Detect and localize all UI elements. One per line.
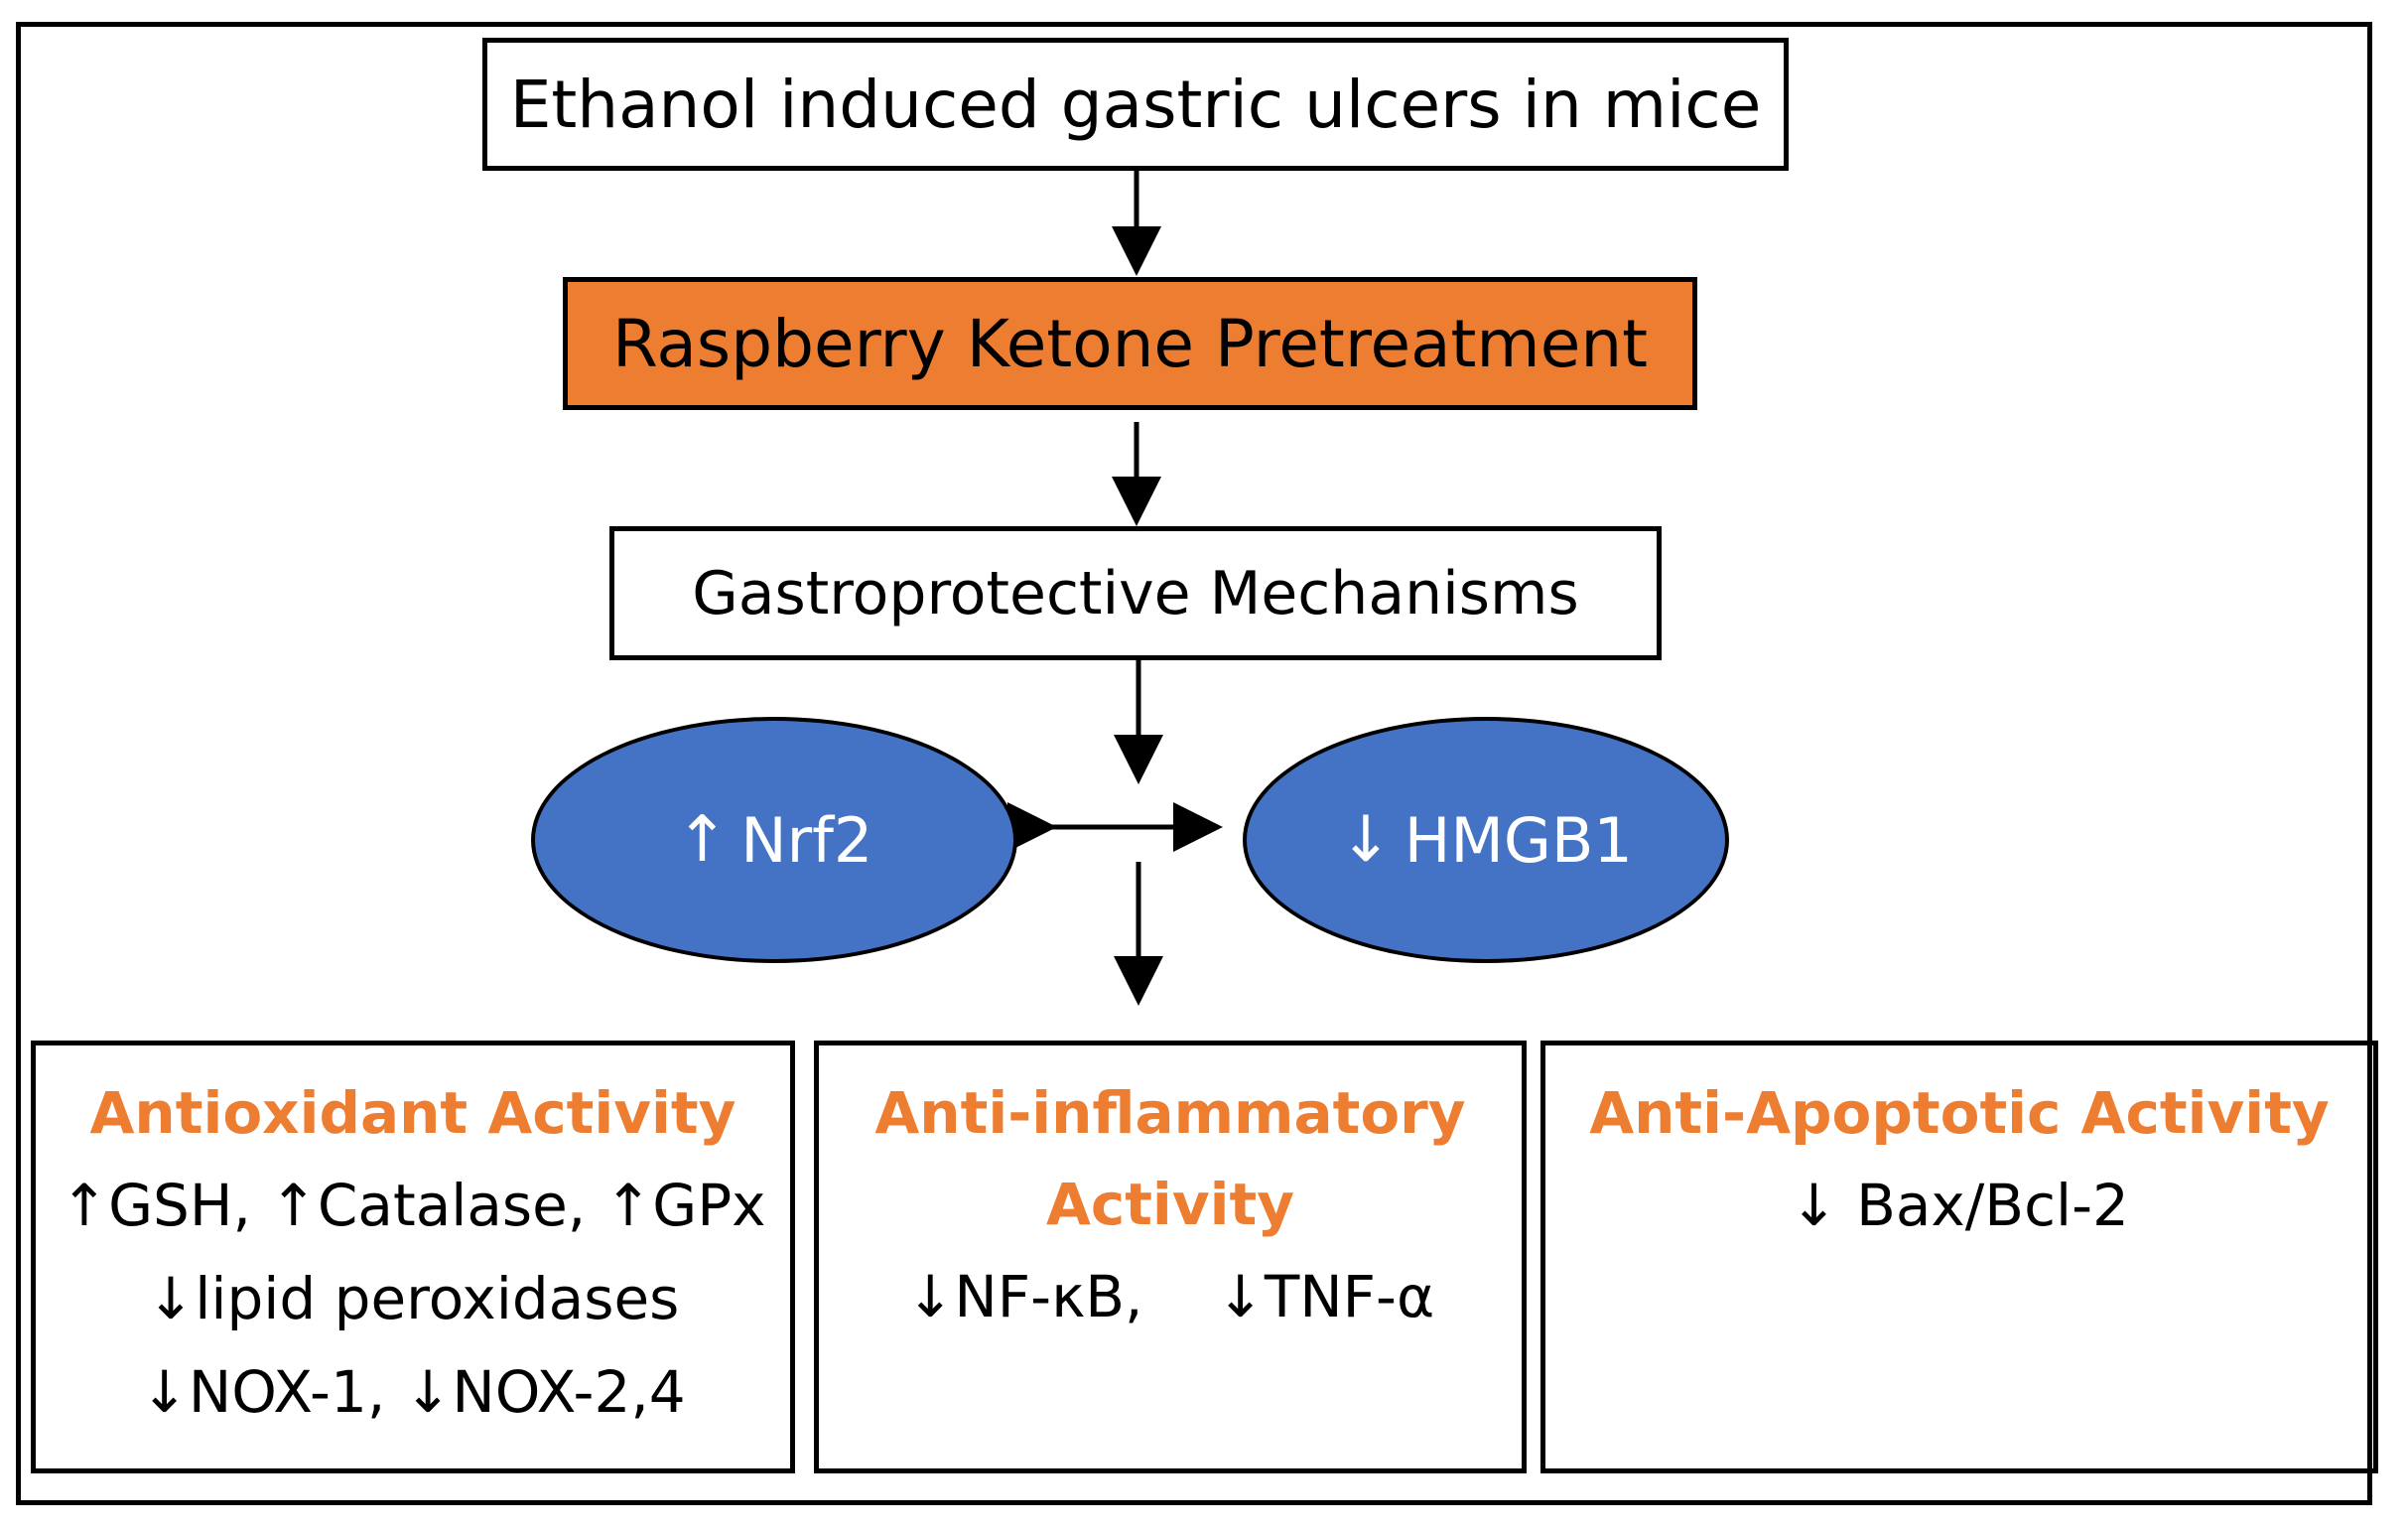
anti-inflammatory-title-line-1: Anti-inflammatory [874, 1079, 1466, 1147]
anti-apoptotic-title: Anti-Apoptotic Activity [1589, 1079, 2330, 1147]
antioxidant-panel: Antioxidant Activity ↑GSH, ↑Catalase, ↑G… [31, 1041, 795, 1473]
anti-inflammatory-line-1: ↓NF-κB, ↓TNF-α [905, 1263, 1435, 1330]
hmgb1-ellipse: ↓ HMGB1 [1243, 717, 1729, 963]
anti-inflammatory-title-line-2: Activity [1045, 1171, 1295, 1238]
hmgb1-label: HMGB1 [1404, 803, 1633, 877]
pretreatment-box: Raspberry Ketone Pretreatment [563, 277, 1697, 410]
title-text: Ethanol induced gastric ulcers in mice [509, 66, 1762, 143]
nrf2-label: Nrf2 [740, 803, 873, 877]
down-arrow-icon: ↓ [1339, 803, 1393, 877]
mechanisms-box: Gastroprotective Mechanisms [609, 526, 1662, 660]
outer-frame [16, 22, 2372, 1505]
nrf2-ellipse: ↑ Nrf2 [531, 717, 1017, 963]
antioxidant-line-2: ↓lipid peroxidases [146, 1265, 680, 1332]
anti-apoptotic-line-1: ↓ Bax/Bcl-2 [1790, 1172, 2129, 1239]
antioxidant-line-1: ↑GSH, ↑Catalase, ↑GPx [60, 1172, 766, 1239]
mechanisms-text: Gastroprotective Mechanisms [692, 558, 1579, 628]
up-arrow-icon: ↑ [675, 803, 730, 877]
antioxidant-title: Antioxidant Activity [89, 1079, 736, 1147]
pretreatment-text: Raspberry Ketone Pretreatment [611, 305, 1649, 382]
anti-apoptotic-panel: Anti-Apoptotic Activity ↓ Bax/Bcl-2 [1540, 1041, 2378, 1473]
title-box: Ethanol induced gastric ulcers in mice [482, 38, 1789, 171]
anti-inflammatory-panel: Anti-inflammatory Activity ↓NF-κB, ↓TNF-… [814, 1041, 1527, 1473]
antioxidant-line-3: ↓NOX-1, ↓NOX-2,4 [140, 1358, 686, 1426]
